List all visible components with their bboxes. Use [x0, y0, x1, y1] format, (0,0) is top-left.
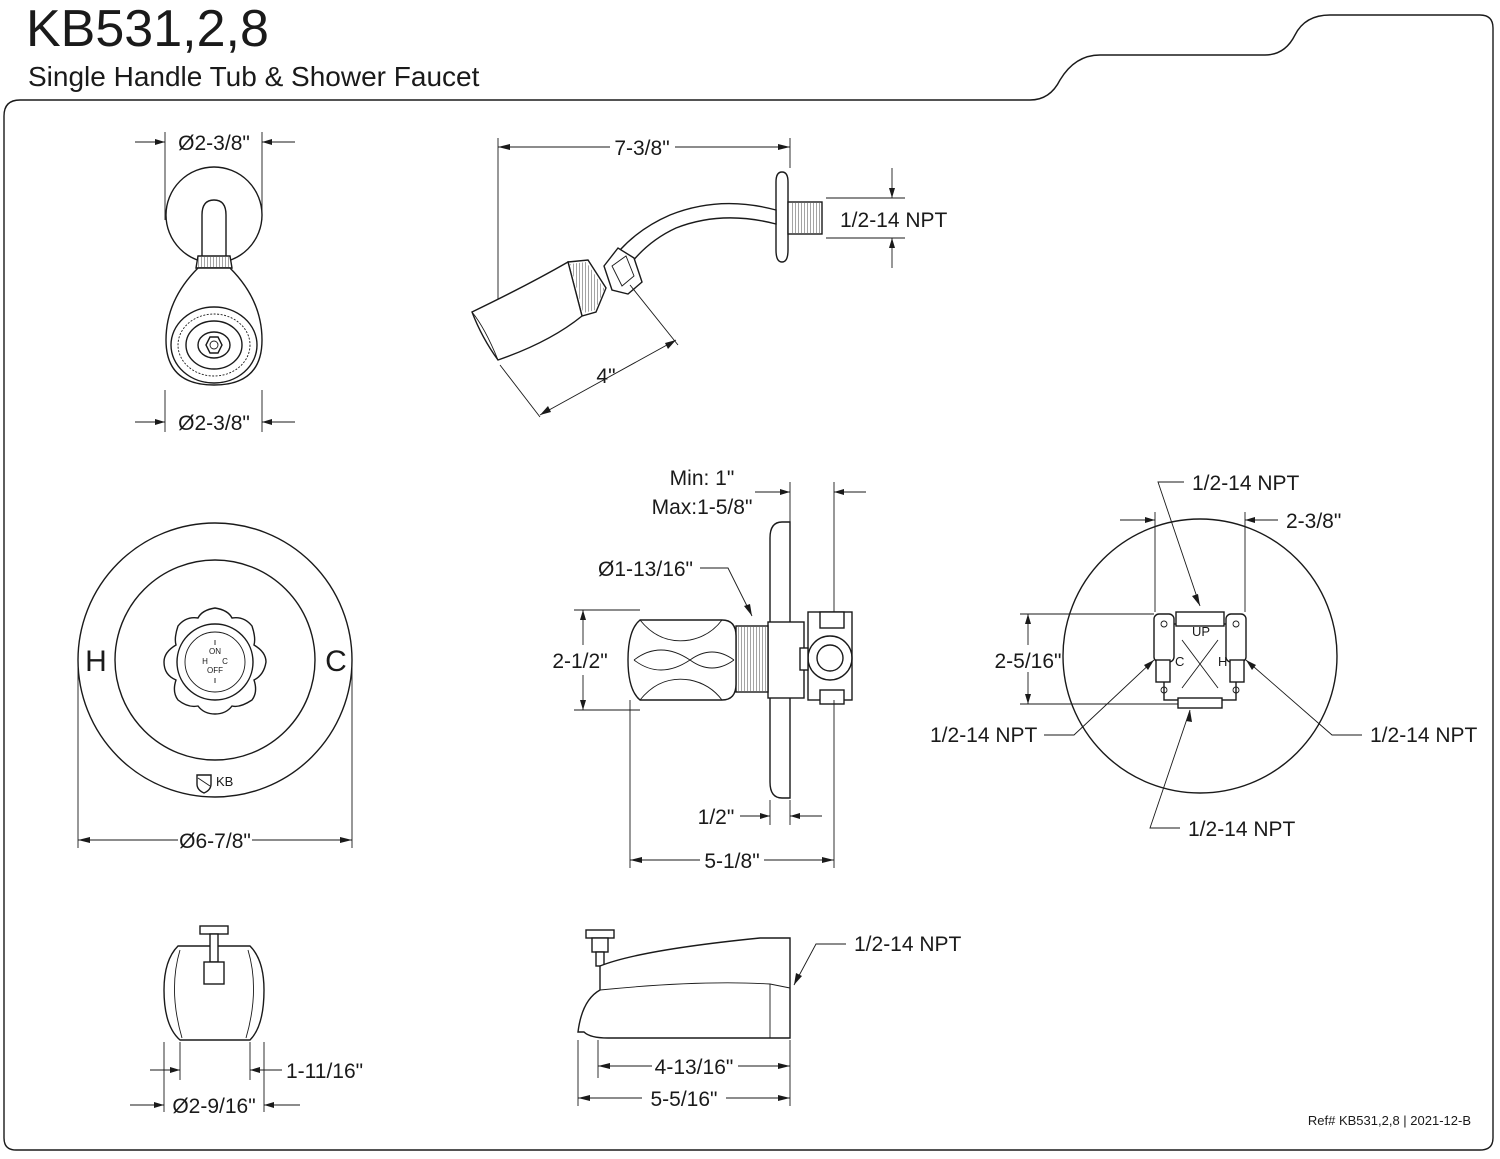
dial-c-label: C: [222, 657, 228, 666]
valve-bottom-port-label: 1/2-14 NPT: [1188, 818, 1296, 841]
valve-right-port-label: 1/2-14 NPT: [1370, 724, 1478, 747]
tub-spout-side-view: 1/2-14 NPT 4-13/16" 5-5/16": [577, 929, 962, 1111]
valve-top-port-label: 1/2-14 NPT: [1192, 472, 1300, 495]
tub-spout-height-label: 1-11/16": [286, 1060, 363, 1083]
tub-spout-thread-label: 1/2-14 NPT: [854, 933, 962, 956]
valve-left-port-label: 1/2-14 NPT: [930, 724, 1038, 747]
tub-spout-reach-label: 4-13/16": [655, 1056, 734, 1079]
tub-spout-length-label: 5-5/16": [651, 1088, 718, 1111]
valve-c-mark: C: [1175, 654, 1184, 669]
showerhead-front-view: Ø2-3/8" Ø2-3/8": [135, 132, 295, 435]
valve-h-mark: H: [1218, 654, 1227, 669]
shower-arm-side-view: 7-3/8" 1/2-14 NPT 4": [471, 137, 948, 418]
wall-min-label: Min: 1": [670, 467, 735, 490]
plate-offset-label: 1/2": [698, 806, 735, 829]
brand-logo: KB: [196, 774, 233, 794]
shower-arm-length-label: 7-3/8": [614, 137, 669, 160]
valve-body-front-view: UP C H 1/2-14 NPT 2-3/8" 2-5/16" 1/2-14 …: [930, 472, 1478, 841]
model-title: KB531,2,8: [26, 0, 269, 58]
tub-spout-front-view: 1-11/16" Ø2-9/16": [130, 925, 363, 1118]
cold-label: C: [325, 645, 347, 678]
showerhead-bottom-diameter-label: Ø2-3/8": [178, 412, 250, 435]
trim-plate-front-view: H C ON OFF H C KB Ø6-7/8": [77, 522, 353, 853]
reference-note: Ref# KB531,2,8 | 2021-12-B: [1308, 1113, 1471, 1128]
dial-off-label: OFF: [207, 666, 223, 675]
valve-side-view: Min: 1" Max:1-5/8" Ø1-13/16": [552, 467, 866, 873]
product-subtitle: Single Handle Tub & Shower Faucet: [28, 61, 480, 92]
shower-head-length-label: 4": [596, 365, 615, 388]
hot-label: H: [85, 645, 107, 678]
total-depth-label: 5-1/8": [704, 850, 759, 873]
wall-max-label: Max:1-5/8": [652, 496, 753, 519]
sheet-border: [3, 14, 1494, 1151]
dial-h-label: H: [202, 657, 208, 666]
shower-arm-thread-label: 1/2-14 NPT: [840, 209, 948, 232]
valve-height-label: 2-5/16": [995, 650, 1062, 673]
trim-plate-diameter-label: Ø6-7/8": [179, 830, 251, 853]
tub-spout-diameter-label: Ø2-9/16": [172, 1095, 255, 1118]
handle-height-label: 2-1/2": [552, 650, 607, 673]
brand-label: KB: [216, 774, 233, 789]
dial-on-label: ON: [209, 647, 221, 656]
showerhead-top-diameter-label: Ø2-3/8": [178, 132, 250, 155]
handle-diameter-label: Ø1-13/16": [598, 558, 693, 581]
valve-up-mark: UP: [1192, 624, 1210, 639]
valve-width-label: 2-3/8": [1286, 510, 1341, 533]
